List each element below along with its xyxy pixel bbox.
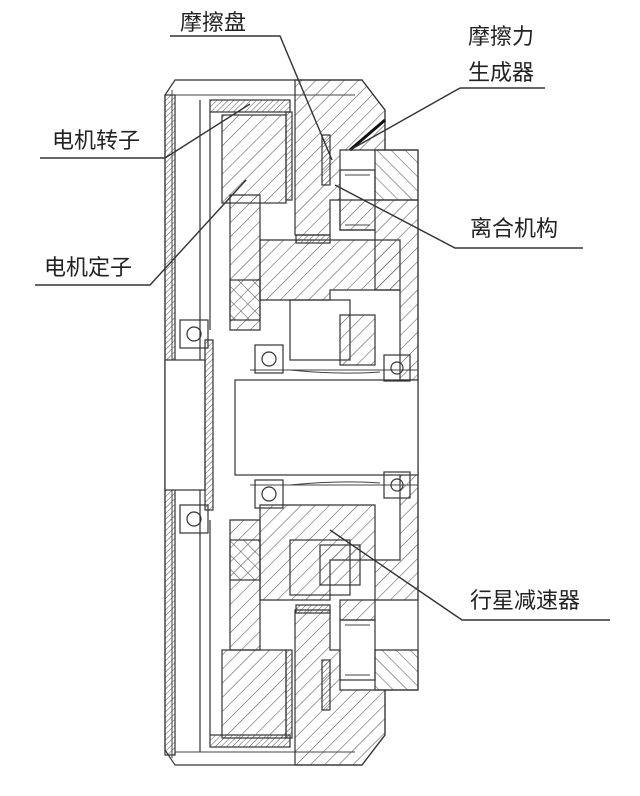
label-friction-disc: 摩擦盘 [180, 11, 246, 36]
motor-stator [199, 100, 287, 752]
label-planetary-reducer: 行星减速器 [470, 589, 580, 614]
friction-disc [321, 134, 331, 711]
label-friction-generator-1: 摩擦力 [468, 25, 534, 50]
leader-lines [35, 35, 610, 621]
label-friction-generator-2: 生成器 [468, 61, 534, 86]
central-shaft [164, 339, 419, 511]
label-clutch-mechanism: 离合机构 [470, 217, 558, 242]
clutch-mechanism [339, 169, 376, 681]
friction-force-generator [349, 118, 386, 152]
bearings [179, 319, 411, 534]
label-motor-rotor: 电机转子 [52, 129, 140, 154]
label-motor-stator: 电机定子 [44, 256, 132, 281]
carrier-upper [229, 79, 419, 381]
planet-gears [229, 279, 376, 596]
